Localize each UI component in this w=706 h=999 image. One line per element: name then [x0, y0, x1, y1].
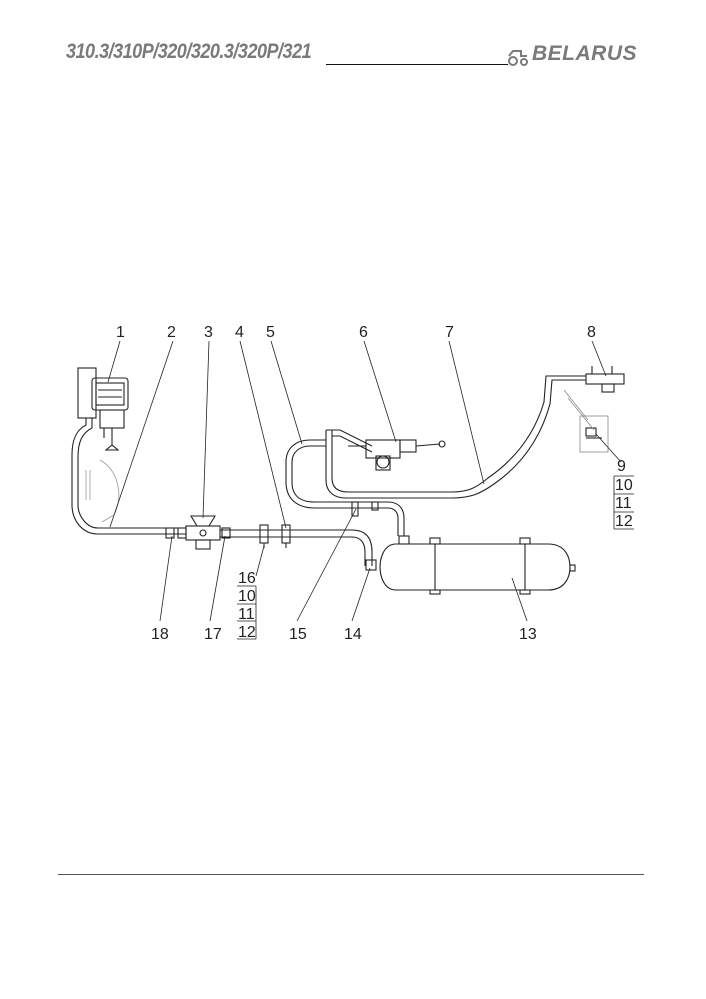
callout-9-group-10: 10 — [615, 477, 633, 494]
header-rule — [326, 64, 508, 65]
coupling-head — [585, 373, 625, 385]
callout-17: 17 — [204, 626, 222, 643]
air-receiver-tank — [379, 543, 571, 591]
callout-2: 2 — [167, 324, 176, 341]
main-pipe — [220, 529, 373, 566]
callout-14: 14 — [344, 626, 362, 643]
callout-16-group-10: 10 — [238, 588, 256, 605]
callout-16-group-11: 11 — [238, 606, 255, 623]
tractor-logo-icon — [508, 50, 528, 66]
pipe-5 — [291, 445, 388, 503]
footer-rule — [58, 874, 644, 875]
callout-1: 1 — [116, 324, 125, 341]
callout-4: 4 — [235, 324, 244, 341]
pressure-regulator — [185, 525, 221, 541]
callout-9: 9 — [617, 458, 626, 475]
callout-16: 16 — [238, 570, 256, 587]
callout-13: 13 — [519, 626, 537, 643]
pipe-compressor-outlet — [71, 418, 186, 535]
callout-6: 6 — [359, 324, 368, 341]
callout-8: 8 — [587, 324, 596, 341]
compressor — [77, 367, 97, 419]
callout-9-group-12: 12 — [615, 513, 633, 530]
callout-9-group-11: 11 — [615, 495, 632, 512]
callout-16-group-12: 12 — [238, 624, 256, 641]
header-model-text: 310.3/310P/320/320.3/320P/321 — [66, 40, 312, 63]
callout-3: 3 — [204, 324, 213, 341]
callout-7: 7 — [445, 324, 454, 341]
brand-name: BELARUS — [532, 42, 638, 65]
brake-valve — [365, 439, 401, 459]
callout-15: 15 — [289, 626, 307, 643]
callout-5: 5 — [266, 324, 275, 341]
callout-18: 18 — [151, 626, 169, 643]
